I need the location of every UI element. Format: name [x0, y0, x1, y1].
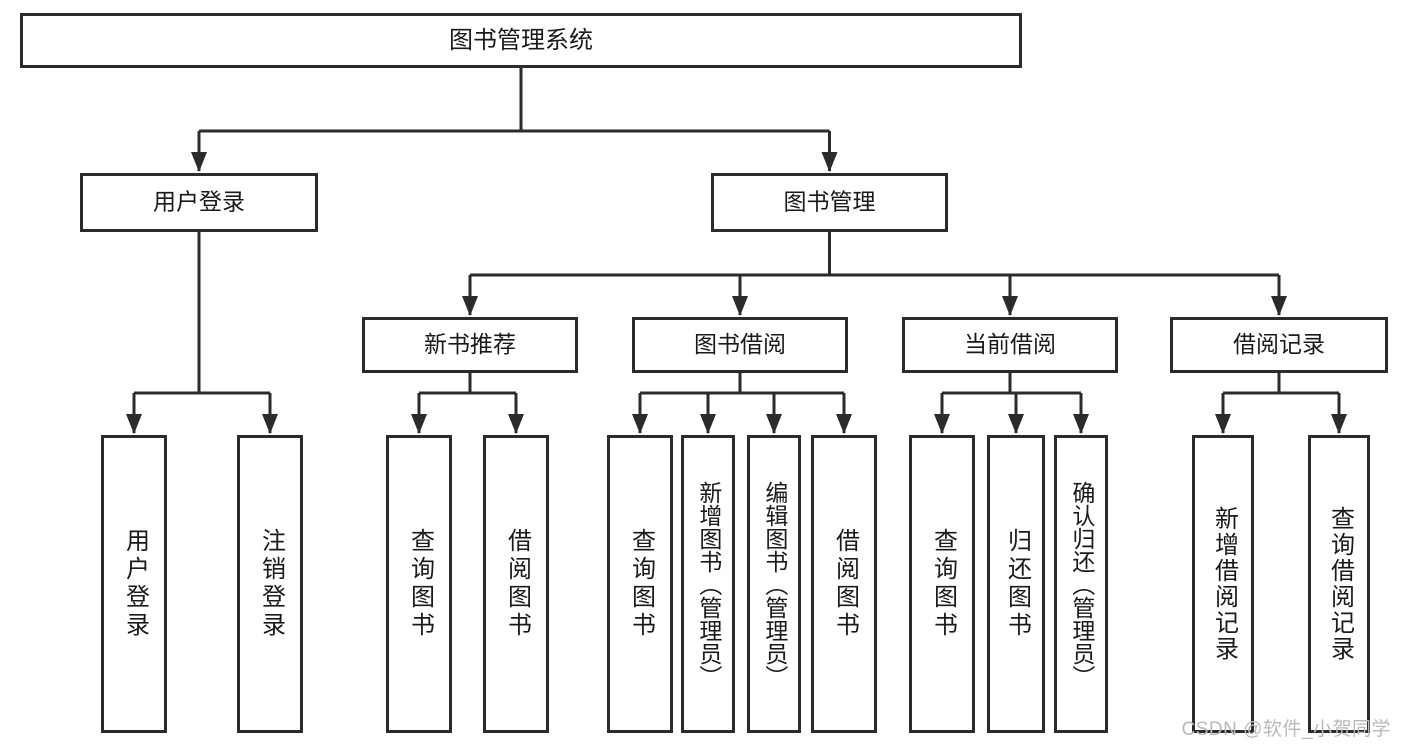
node-box-leaf-borrow-book-1: [483, 435, 549, 733]
node-label-book-manage: 图书管理: [784, 189, 876, 215]
node-leaf-logout[interactable]: [237, 435, 303, 733]
node-leaf-query-record[interactable]: [1308, 435, 1370, 733]
node-leaf-confirm-return[interactable]: [1054, 435, 1108, 733]
node-box-leaf-query-record: [1308, 435, 1370, 733]
node-label-borrow-record: 借阅记录: [1233, 331, 1325, 357]
node-box-leaf-query-book-2: [607, 435, 673, 733]
arrow-head-icon: [1271, 296, 1287, 316]
node-borrow-record[interactable]: 借阅记录: [1170, 317, 1388, 373]
node-box-user-login: [80, 173, 318, 232]
arrow-head-icon: [462, 296, 478, 316]
node-box-leaf-user-login: [101, 435, 167, 733]
edge-group-borrow-record: [1215, 373, 1347, 434]
arrow-head-icon: [821, 152, 838, 172]
edge-group-new-book-rec: [411, 373, 524, 434]
node-leaf-user-login[interactable]: [101, 435, 167, 733]
node-box-root: [20, 13, 1022, 68]
node-box-leaf-add-record: [1192, 435, 1254, 733]
node-book-borrow[interactable]: 图书借阅: [632, 317, 848, 373]
node-leaf-query-book-3[interactable]: [909, 435, 975, 733]
node-box-leaf-query-book-3: [909, 435, 975, 733]
arrow-head-icon: [632, 414, 648, 434]
connector-layer: [126, 68, 1347, 434]
node-book-manage[interactable]: 图书管理: [711, 173, 948, 232]
edge-group-current-borrow: [934, 373, 1089, 434]
node-leaf-query-book-1[interactable]: [386, 435, 452, 733]
node-leaf-edit-book[interactable]: [747, 435, 801, 733]
arrow-head-icon: [1008, 414, 1024, 434]
node-label-root: 图书管理系统: [449, 27, 593, 54]
node-box-leaf-query-book-1: [386, 435, 452, 733]
arrow-head-icon: [1002, 296, 1018, 316]
node-label-new-book-rec: 新书推荐: [424, 331, 516, 357]
node-label-user-login: 用户登录: [153, 189, 245, 215]
node-box-book-manage: [711, 173, 948, 232]
edge-group-book-borrow: [632, 373, 852, 434]
node-new-book-rec[interactable]: 新书推荐: [362, 317, 578, 373]
node-box-borrow-record: [1170, 317, 1388, 373]
arrow-head-icon: [700, 414, 716, 434]
node-box-leaf-borrow-book-2: [811, 435, 877, 733]
arrow-head-icon: [126, 414, 142, 434]
node-label-current-borrow: 当前借阅: [964, 331, 1056, 357]
node-label-book-borrow: 图书借阅: [694, 331, 786, 357]
arrow-head-icon: [262, 414, 278, 434]
node-leaf-return-book[interactable]: [987, 435, 1045, 733]
arrow-head-icon: [1331, 414, 1347, 434]
edge-group-book-manage: [462, 232, 1287, 316]
node-box-leaf-return-book: [987, 435, 1045, 733]
arrow-head-icon: [1215, 414, 1231, 434]
watermark-text: CSDN @软件_小贺同学: [1181, 719, 1391, 740]
node-box-current-borrow: [902, 317, 1118, 373]
arrow-head-icon: [732, 296, 748, 316]
node-current-borrow[interactable]: 当前借阅: [902, 317, 1118, 373]
node-root[interactable]: 图书管理系统: [20, 13, 1022, 68]
node-box-leaf-add-book: [681, 435, 735, 733]
arrow-head-icon: [836, 414, 852, 434]
node-leaf-add-book[interactable]: [681, 435, 735, 733]
arrow-head-icon: [1073, 414, 1089, 434]
node-leaf-borrow-book-2[interactable]: [811, 435, 877, 733]
arrow-head-icon: [766, 414, 782, 434]
node-leaf-add-record[interactable]: [1192, 435, 1254, 733]
arrow-head-icon: [411, 414, 427, 434]
node-leaf-query-book-2[interactable]: [607, 435, 673, 733]
arrow-head-icon: [508, 414, 524, 434]
node-box-leaf-confirm-return: [1054, 435, 1108, 733]
node-box-book-borrow: [632, 317, 848, 373]
node-leaf-borrow-book-1[interactable]: [483, 435, 549, 733]
arrow-head-icon: [934, 414, 950, 434]
node-box-leaf-logout: [237, 435, 303, 733]
edge-group-user-login: [126, 232, 278, 434]
node-box-new-book-rec: [362, 317, 578, 373]
node-user-login[interactable]: 用户登录: [80, 173, 318, 232]
arrow-head-icon: [191, 152, 207, 172]
node-box-leaf-edit-book: [747, 435, 801, 733]
edge-group-root: [191, 68, 838, 172]
